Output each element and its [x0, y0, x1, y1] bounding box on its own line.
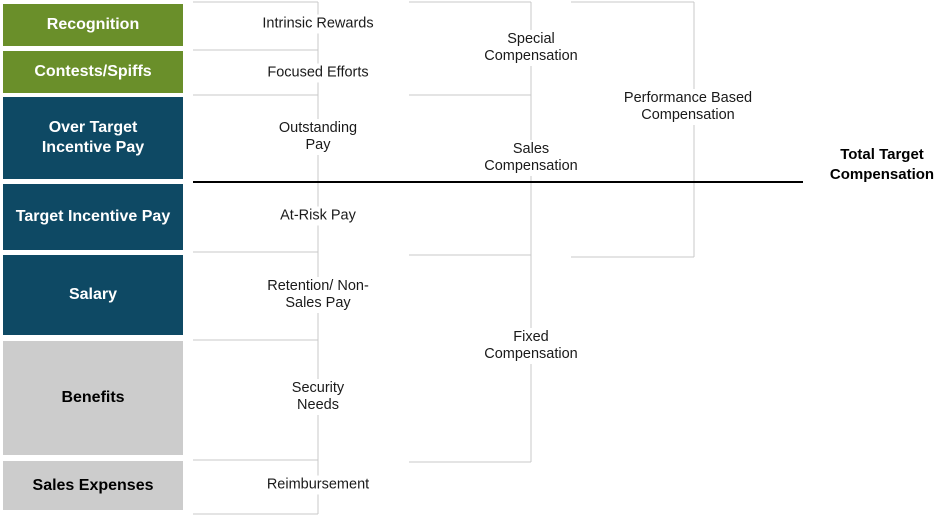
label-security-needs: Security Needs: [280, 379, 356, 415]
label-sales-compensation: Sales Compensation: [476, 140, 586, 176]
box-salary: Salary: [3, 255, 183, 335]
box-target-incentive-pay: Target Incentive Pay: [3, 184, 183, 250]
label-retention-non-sales-pay: Retention/ Non-Sales Pay: [260, 277, 376, 313]
label-total-target-compensation: Total Target Compensation: [829, 146, 935, 183]
label-intrinsic-rewards: Intrinsic Rewards: [259, 14, 377, 34]
box-contests-spiffs: Contests/Spiffs: [3, 51, 183, 93]
label-fixed-compensation: Fixed Compensation: [476, 328, 586, 364]
label-performance-based-compensation: Performance Based Compensation: [615, 89, 761, 125]
label-at-risk-pay: At-Risk Pay: [277, 206, 359, 226]
label-special-compensation: Special Compensation: [476, 30, 586, 66]
box-sales-expenses: Sales Expenses: [3, 461, 183, 510]
box-over-target-incentive-pay: Over Target Incentive Pay: [3, 97, 183, 179]
label-focused-efforts: Focused Efforts: [264, 63, 372, 83]
box-benefits: Benefits: [3, 341, 183, 455]
box-recognition: Recognition: [3, 4, 183, 46]
label-outstanding-pay: Outstanding Pay: [270, 119, 366, 155]
label-reimbursement: Reimbursement: [263, 475, 373, 495]
